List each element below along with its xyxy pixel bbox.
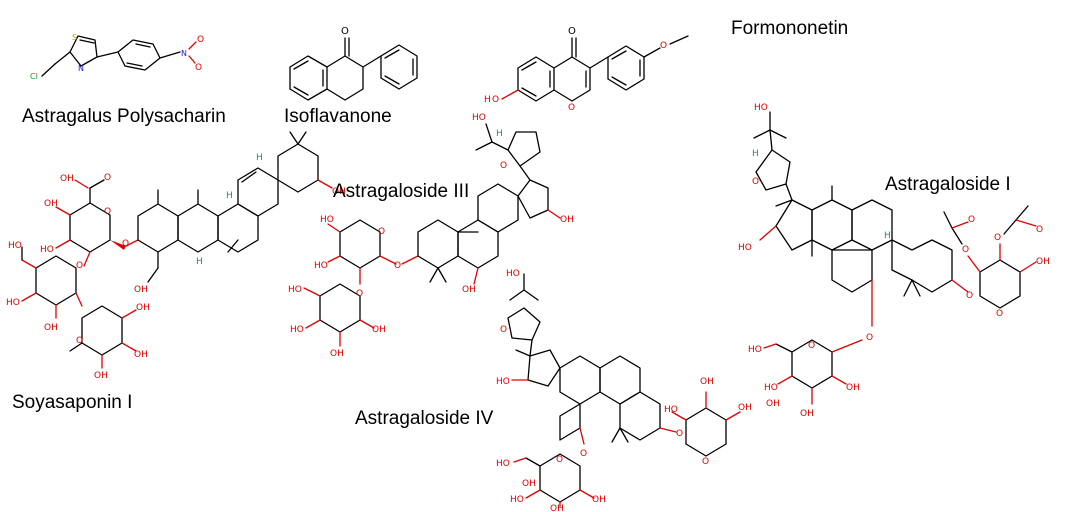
svg-text:OH: OH — [522, 479, 536, 489]
svg-text:O: O — [962, 245, 969, 255]
svg-text:OH: OH — [766, 399, 780, 409]
svg-text:N: N — [78, 64, 84, 73]
svg-text:H: H — [196, 257, 203, 267]
svg-text:OH: OH — [462, 285, 476, 295]
svg-text:O: O — [76, 261, 83, 271]
svg-text:O: O — [866, 333, 873, 343]
svg-text:OH: OH — [136, 303, 150, 313]
svg-text:O: O — [341, 26, 349, 37]
svg-text:S: S — [72, 33, 77, 42]
svg-text:OH: OH — [700, 377, 714, 387]
isoflavanone-structure: O — [289, 26, 418, 101]
svg-text:O: O — [195, 63, 202, 73]
svg-text:O: O — [197, 35, 204, 45]
svg-text:HO: HO — [314, 261, 328, 271]
svg-text:HO: HO — [320, 215, 334, 225]
svg-text:N: N — [181, 49, 187, 58]
svg-text:OH: OH — [44, 323, 58, 333]
svg-text:O: O — [104, 173, 111, 183]
svg-text:OH: OH — [44, 199, 58, 209]
formononetin-structure: O O H O O — [484, 26, 689, 113]
svg-text:H: H — [226, 191, 233, 201]
svg-text:HO: HO — [496, 377, 510, 387]
svg-text:OH: OH — [60, 174, 74, 184]
svg-text:OH: OH — [134, 285, 148, 295]
svg-text:O: O — [500, 325, 507, 335]
svg-text:HO: HO — [6, 298, 20, 308]
svg-text:OH: OH — [1036, 257, 1050, 267]
svg-text:O: O — [580, 449, 587, 459]
svg-text:OH: OH — [330, 349, 344, 359]
svg-text:O: O — [996, 309, 1003, 319]
svg-text:Cl: Cl — [30, 72, 38, 81]
svg-text:OH: OH — [560, 215, 574, 225]
svg-text:OH: OH — [372, 325, 386, 335]
svg-text:O: O — [76, 336, 83, 346]
svg-text:O: O — [500, 161, 507, 171]
svg-text:O: O — [356, 289, 363, 299]
svg-text:H: H — [256, 153, 263, 163]
svg-text:O: O — [492, 95, 499, 105]
svg-text:HO: HO — [472, 113, 486, 123]
svg-text:O: O — [1036, 225, 1043, 235]
svg-text:HO: HO — [764, 383, 778, 393]
svg-text:H: H — [484, 95, 491, 105]
label-soyasaponin-i: Soyasaponin I — [12, 392, 133, 413]
svg-text:O: O — [676, 429, 683, 439]
svg-text:HO: HO — [664, 405, 678, 415]
astragalus-polysacharin-structure: Cl S N N O O — [30, 33, 204, 81]
soyasaponin-i-structure: O OH O OH HO O O HO HO OH O — [6, 131, 346, 381]
svg-text:OH: OH — [800, 409, 814, 419]
label-astragalus-polysacharin: Astragalus Polysacharin — [22, 106, 226, 127]
label-astragaloside-iii: Astragaloside III — [333, 181, 470, 202]
svg-text:OH: OH — [134, 350, 148, 360]
svg-text:HO: HO — [40, 245, 54, 255]
svg-text:OH: OH — [550, 504, 564, 512]
svg-text:HO: HO — [510, 495, 524, 505]
svg-text:O: O — [568, 26, 576, 37]
svg-text:O: O — [752, 177, 759, 187]
svg-text:O: O — [968, 215, 975, 225]
label-astragaloside-iv: Astragaloside IV — [355, 408, 494, 429]
label-astragaloside-i: Astragaloside I — [885, 174, 1011, 195]
svg-text:O: O — [122, 239, 129, 249]
svg-text:HO: HO — [754, 103, 768, 113]
svg-text:H: H — [752, 149, 759, 159]
svg-text:O: O — [808, 341, 815, 351]
astragaloside-iii-structure: O HO HO O O HO HO OH OH — [288, 113, 574, 359]
svg-text:HO: HO — [496, 459, 510, 469]
astragaloside-iv-structure: HO O HO O O O HO O — [496, 269, 752, 512]
svg-text:OH: OH — [846, 383, 860, 393]
label-isoflavanone: Isoflavanone — [284, 106, 392, 127]
svg-text:HO: HO — [290, 325, 304, 335]
svg-text:HO: HO — [506, 269, 520, 279]
label-formononetin: Formononetin — [731, 18, 849, 39]
svg-text:O: O — [966, 291, 973, 301]
svg-text:O: O — [702, 457, 709, 467]
svg-text:HO: HO — [8, 241, 22, 251]
svg-text:OH: OH — [94, 371, 108, 381]
svg-text:OH: OH — [332, 187, 346, 197]
svg-text:O: O — [994, 233, 1001, 243]
svg-text:O: O — [556, 455, 563, 465]
svg-text:O: O — [660, 41, 667, 51]
svg-text:H: H — [496, 129, 503, 139]
svg-text:H: H — [884, 231, 891, 241]
svg-text:O: O — [104, 207, 111, 217]
svg-text:O: O — [378, 227, 385, 237]
svg-text:OH: OH — [592, 495, 606, 505]
svg-text:HO: HO — [748, 345, 762, 355]
svg-text:OH: OH — [738, 403, 752, 413]
svg-text:O: O — [394, 261, 401, 271]
svg-text:HO: HO — [288, 285, 302, 295]
astragaloside-i-structure: HO O H HO O O H — [738, 103, 1050, 419]
svg-text:HO: HO — [738, 243, 752, 253]
svg-text:O: O — [568, 103, 575, 113]
